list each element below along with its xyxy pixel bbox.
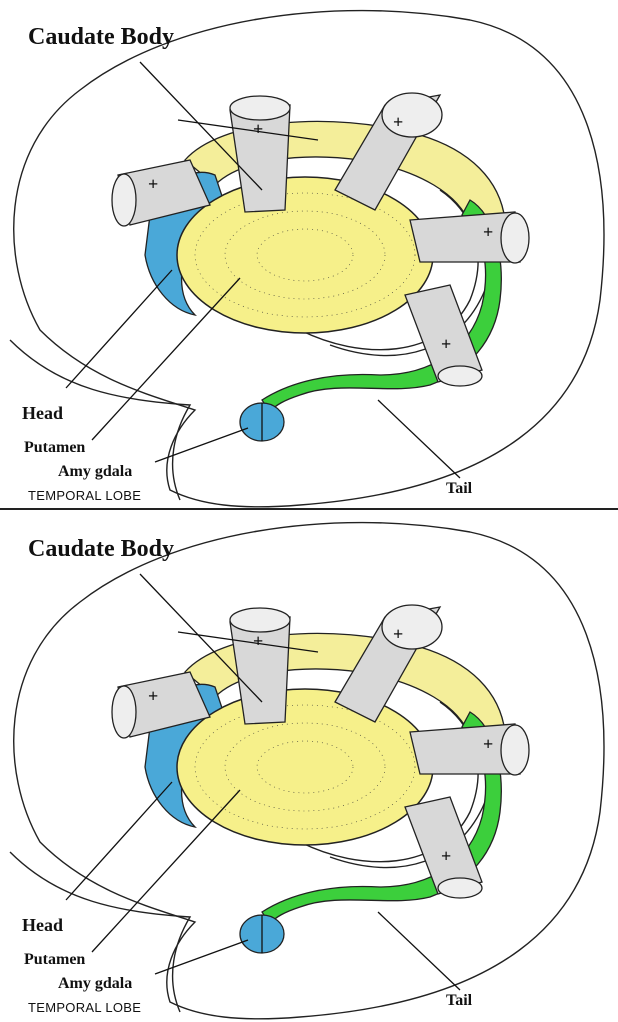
label-putamen: Putamen xyxy=(24,951,85,968)
fiber-bundle-right: + xyxy=(410,212,529,263)
putamen-leader xyxy=(92,790,240,952)
fiber-marker-5: + xyxy=(441,846,451,866)
label-head: Head xyxy=(22,915,63,935)
fiber-marker-5: + xyxy=(441,334,451,354)
label-temporal-lobe: TEMPORAL LOBE xyxy=(28,488,141,503)
label-tail: Tail xyxy=(446,992,473,1009)
putamen xyxy=(177,689,433,845)
label-putamen: Putamen xyxy=(24,439,85,456)
fiber-marker-1: + xyxy=(148,174,158,194)
fiber-marker-3: + xyxy=(393,624,403,644)
label-caudate-body: Caudate Body xyxy=(28,24,174,50)
amygdala-leader xyxy=(155,428,248,462)
fiber-bundle-right: + xyxy=(410,724,529,775)
diagram-panel-2: + + + + + Caudate Body Head Put xyxy=(0,512,618,1022)
basal-ganglia-diagram-1: + + + + + Caudate Body He xyxy=(0,0,618,510)
putamen-leader xyxy=(92,278,240,440)
tail-leader xyxy=(378,400,460,478)
fiber-marker-4: + xyxy=(483,222,493,242)
label-temporal-lobe: TEMPORAL LOBE xyxy=(28,1000,141,1015)
fiber-marker-1: + xyxy=(148,686,158,706)
diagram-panel-1: + + + + + Caudate Body He xyxy=(0,0,618,510)
putamen xyxy=(177,177,433,333)
label-amygdala: Amy gdala xyxy=(58,463,132,480)
fiber-marker-4: + xyxy=(483,734,493,754)
label-caudate-body: Caudate Body xyxy=(28,536,174,562)
fiber-marker-2: + xyxy=(253,631,263,651)
label-amygdala: Amy gdala xyxy=(58,975,132,992)
tail-leader xyxy=(378,912,460,990)
fiber-marker-3: + xyxy=(393,112,403,132)
basal-ganglia-diagram-2: + + + + + Caudate Body Head Put xyxy=(0,512,618,1022)
amygdala-leader xyxy=(155,940,248,974)
fiber-marker-2: + xyxy=(253,119,263,139)
label-head: Head xyxy=(22,403,63,423)
label-tail: Tail xyxy=(446,480,473,497)
